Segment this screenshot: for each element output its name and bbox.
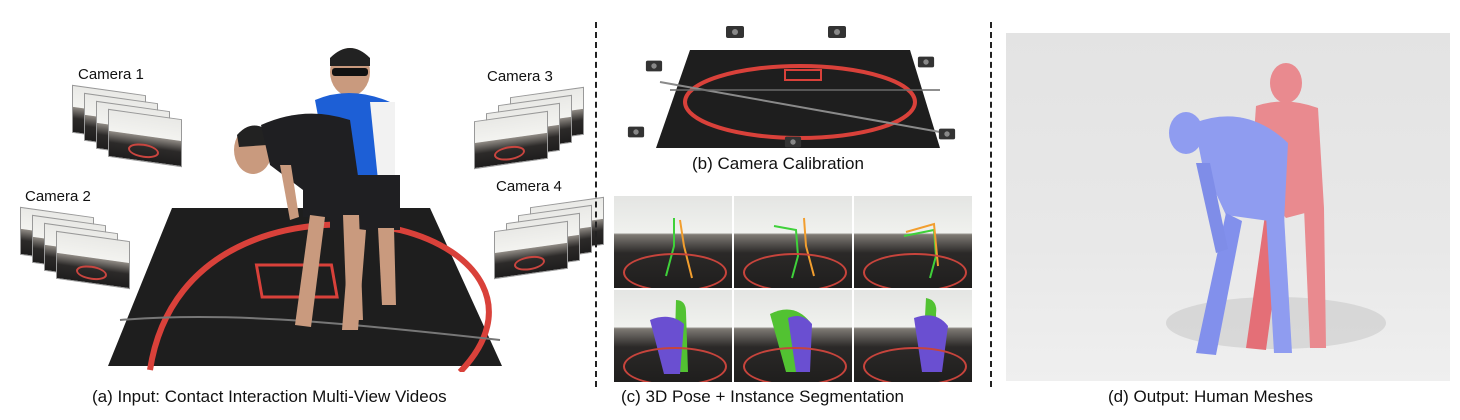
camera-icon <box>917 56 935 68</box>
calibration-mat <box>656 50 941 148</box>
human-mesh-blue <box>1169 112 1292 355</box>
camera-2-label: Camera 2 <box>25 188 91 205</box>
camera-4-label: Camera 4 <box>496 178 562 195</box>
camera-icon <box>645 60 663 72</box>
camera-icon <box>627 126 645 138</box>
segmentation-frame <box>734 290 852 382</box>
person-black-shirt <box>234 113 365 327</box>
caption-d: (d) Output: Human Meshes <box>1108 387 1314 406</box>
caption-c: (c) 3D Pose + Instance Segmentation <box>621 387 905 406</box>
divider-right <box>990 22 992 387</box>
caption-b: (b) Camera Calibration <box>692 154 864 173</box>
segmentation-frame <box>614 290 732 382</box>
pose-frame <box>734 196 852 288</box>
pose-segmentation-grid <box>614 196 974 382</box>
camera-3-label: Camera 3 <box>487 68 553 85</box>
camera-icon <box>828 26 846 38</box>
pose-frame <box>854 196 972 288</box>
camera-icon <box>784 136 802 148</box>
caption-a: (a) Input: Contact Interaction Multi-Vie… <box>92 387 447 406</box>
pose-frame <box>614 196 732 288</box>
panel-d-render <box>1006 33 1450 381</box>
segmentation-frame <box>854 290 972 382</box>
camera-1-label: Camera 1 <box>78 66 144 83</box>
camera-icon <box>726 26 744 38</box>
camera-icon <box>938 128 956 140</box>
divider-left <box>595 22 597 387</box>
